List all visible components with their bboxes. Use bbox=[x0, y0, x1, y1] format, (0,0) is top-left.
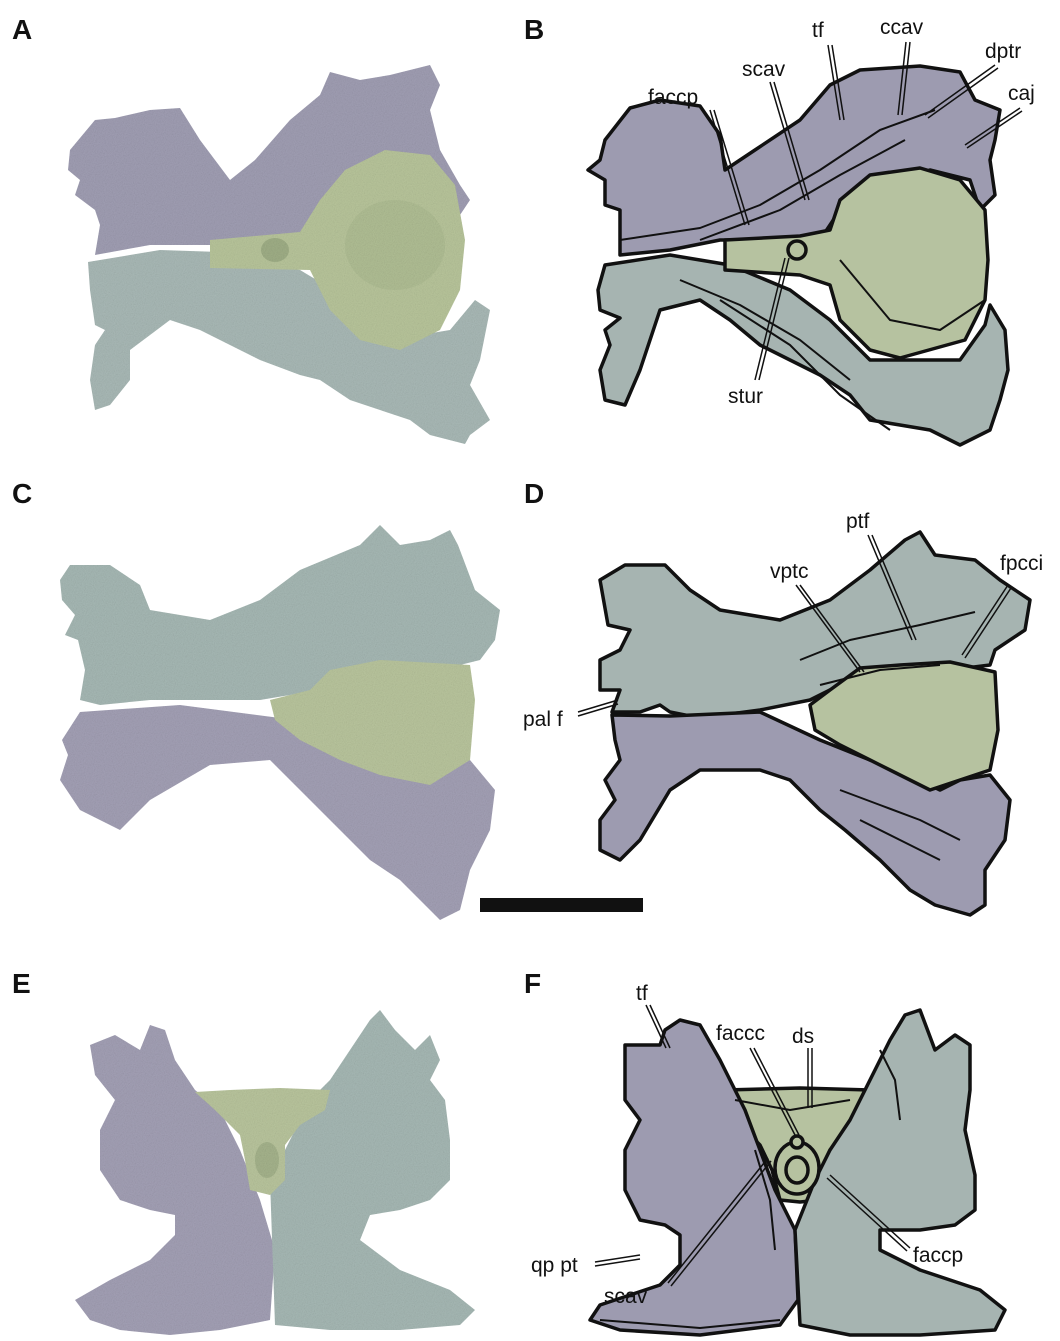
panel-b-drawing bbox=[588, 66, 1008, 445]
label-f-qppt: qp pt bbox=[531, 1254, 578, 1277]
panel-e-purple-bone bbox=[75, 1025, 275, 1335]
label-b-tf: tf bbox=[812, 19, 824, 42]
label-f-ds: ds bbox=[792, 1025, 814, 1048]
label-b-ccav: ccav bbox=[880, 16, 924, 39]
label-d-vptc: vptc bbox=[770, 560, 809, 583]
label-d-ptf: ptf bbox=[846, 510, 870, 533]
label-d-fpcci: fpcci bbox=[1000, 552, 1043, 575]
label-f-faccc: faccc bbox=[716, 1022, 765, 1045]
panel-e-render bbox=[75, 1010, 475, 1335]
label-f-scav: scav bbox=[604, 1285, 648, 1308]
label-b-dptr: dptr bbox=[985, 40, 1021, 63]
label-d-palf: pal f bbox=[523, 708, 563, 731]
label-b-caj: caj bbox=[1008, 82, 1035, 105]
label-f-tf: tf bbox=[636, 982, 648, 1005]
panel-f-teal-bone bbox=[795, 1010, 1005, 1335]
label-b-faccp: faccp bbox=[648, 86, 698, 109]
label-f-faccp: faccp bbox=[913, 1244, 963, 1267]
panel-f-drawing bbox=[590, 1010, 1005, 1335]
panel-a-render bbox=[68, 65, 490, 444]
panel-c-render bbox=[60, 525, 500, 920]
scale-bar bbox=[480, 898, 643, 912]
panel-d-drawing bbox=[600, 532, 1030, 915]
label-b-stur: stur bbox=[728, 385, 763, 408]
panel-e-teal-bone bbox=[270, 1010, 475, 1330]
label-b-scav: scav bbox=[742, 58, 786, 81]
